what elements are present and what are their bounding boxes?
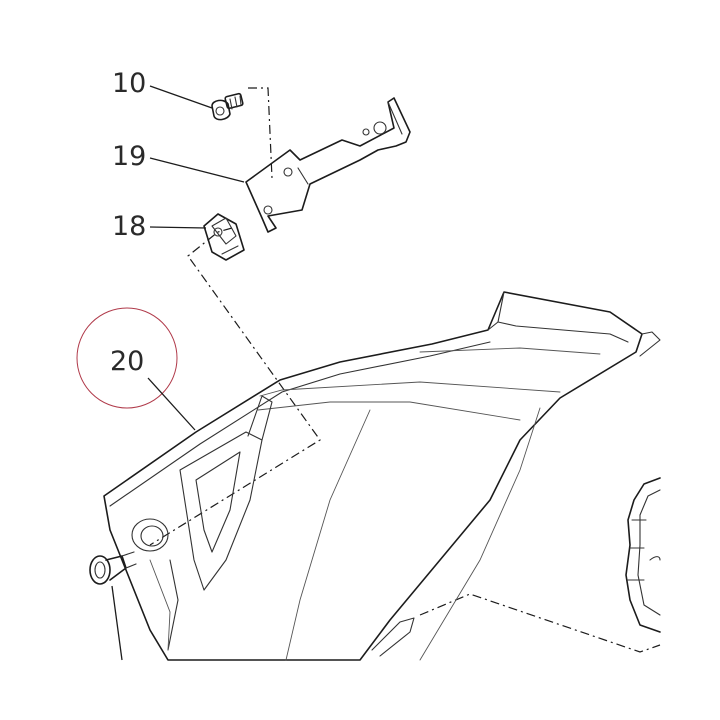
assembly-line-lower [419,593,661,653]
leader-line-20 [147,377,196,431]
leader-line-19 [149,157,245,183]
assembly-line-bolt [248,87,273,179]
push-fastener[interactable] [89,551,137,585]
side-cover-part-20[interactable] [103,291,661,661]
callout-label-20[interactable]: 20 [110,346,144,377]
leader-line-18 [149,226,207,229]
leader-line-fastener [111,585,123,661]
clip-nut-part-18[interactable] [203,213,245,261]
callout-label-19[interactable]: 19 [112,141,146,172]
callout-highlight-circle [76,307,178,409]
callout-label-18[interactable]: 18 [112,211,146,242]
bolt-part-10[interactable] [211,92,244,121]
bracket-part-19[interactable] [245,97,411,233]
leader-line-10 [149,85,213,109]
callout-label-10[interactable]: 10 [112,68,146,99]
assembly-line-bracket [149,227,321,546]
right-edge-component[interactable] [625,477,661,633]
